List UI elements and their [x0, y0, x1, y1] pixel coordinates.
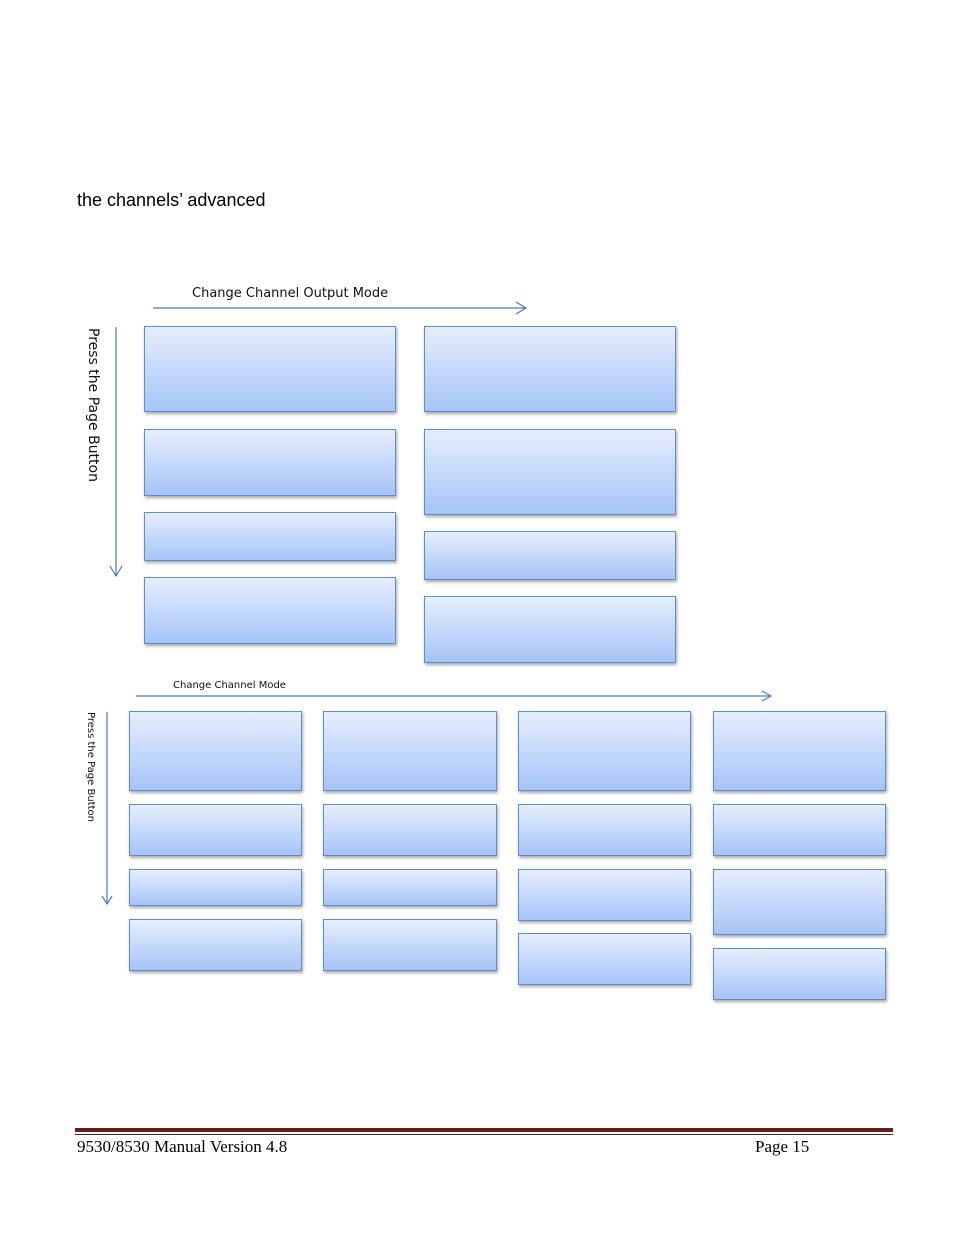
screen-box — [713, 869, 886, 935]
screen-box — [144, 577, 396, 644]
press-page-button-label: Press the Page Button — [85, 712, 96, 822]
screen-box — [144, 512, 396, 561]
screen-box — [424, 531, 676, 580]
screen-box — [323, 711, 497, 791]
horizontal-arrowhead — [761, 690, 773, 702]
screen-box — [323, 919, 497, 971]
screen-box — [129, 711, 302, 791]
change-output-mode-label: Change Channel Output Mode — [192, 286, 389, 301]
screen-box — [323, 869, 497, 906]
screen-box — [713, 948, 886, 1000]
intro-text: the channels’ advanced — [77, 190, 266, 210]
footer-manual-version: 9530/8530 Manual Version 4.8 — [77, 1137, 288, 1156]
screen-box — [518, 869, 691, 921]
screen-box — [129, 919, 302, 971]
change-channel-mode-label: Change Channel Mode — [173, 680, 286, 691]
screen-box — [129, 869, 302, 906]
screen-box — [713, 711, 886, 791]
footer-rule-thin — [75, 1134, 893, 1135]
screen-box — [518, 933, 691, 985]
horizontal-arrowhead — [515, 301, 528, 315]
screen-box — [424, 326, 676, 412]
screen-box — [518, 711, 691, 791]
footer-page-number: Page 15 — [755, 1137, 810, 1156]
screen-box — [144, 326, 396, 412]
screen-box — [424, 596, 676, 663]
screen-box — [518, 804, 691, 856]
screen-box — [323, 804, 497, 856]
screen-box — [713, 804, 886, 856]
press-page-button-label: Press the Page Button — [85, 328, 101, 482]
footer-rule — [75, 1128, 893, 1132]
vertical-arrowhead — [109, 565, 123, 578]
screen-box — [144, 429, 396, 496]
vertical-arrowhead — [101, 895, 113, 906]
screen-box — [129, 804, 302, 856]
screen-box — [424, 429, 676, 515]
